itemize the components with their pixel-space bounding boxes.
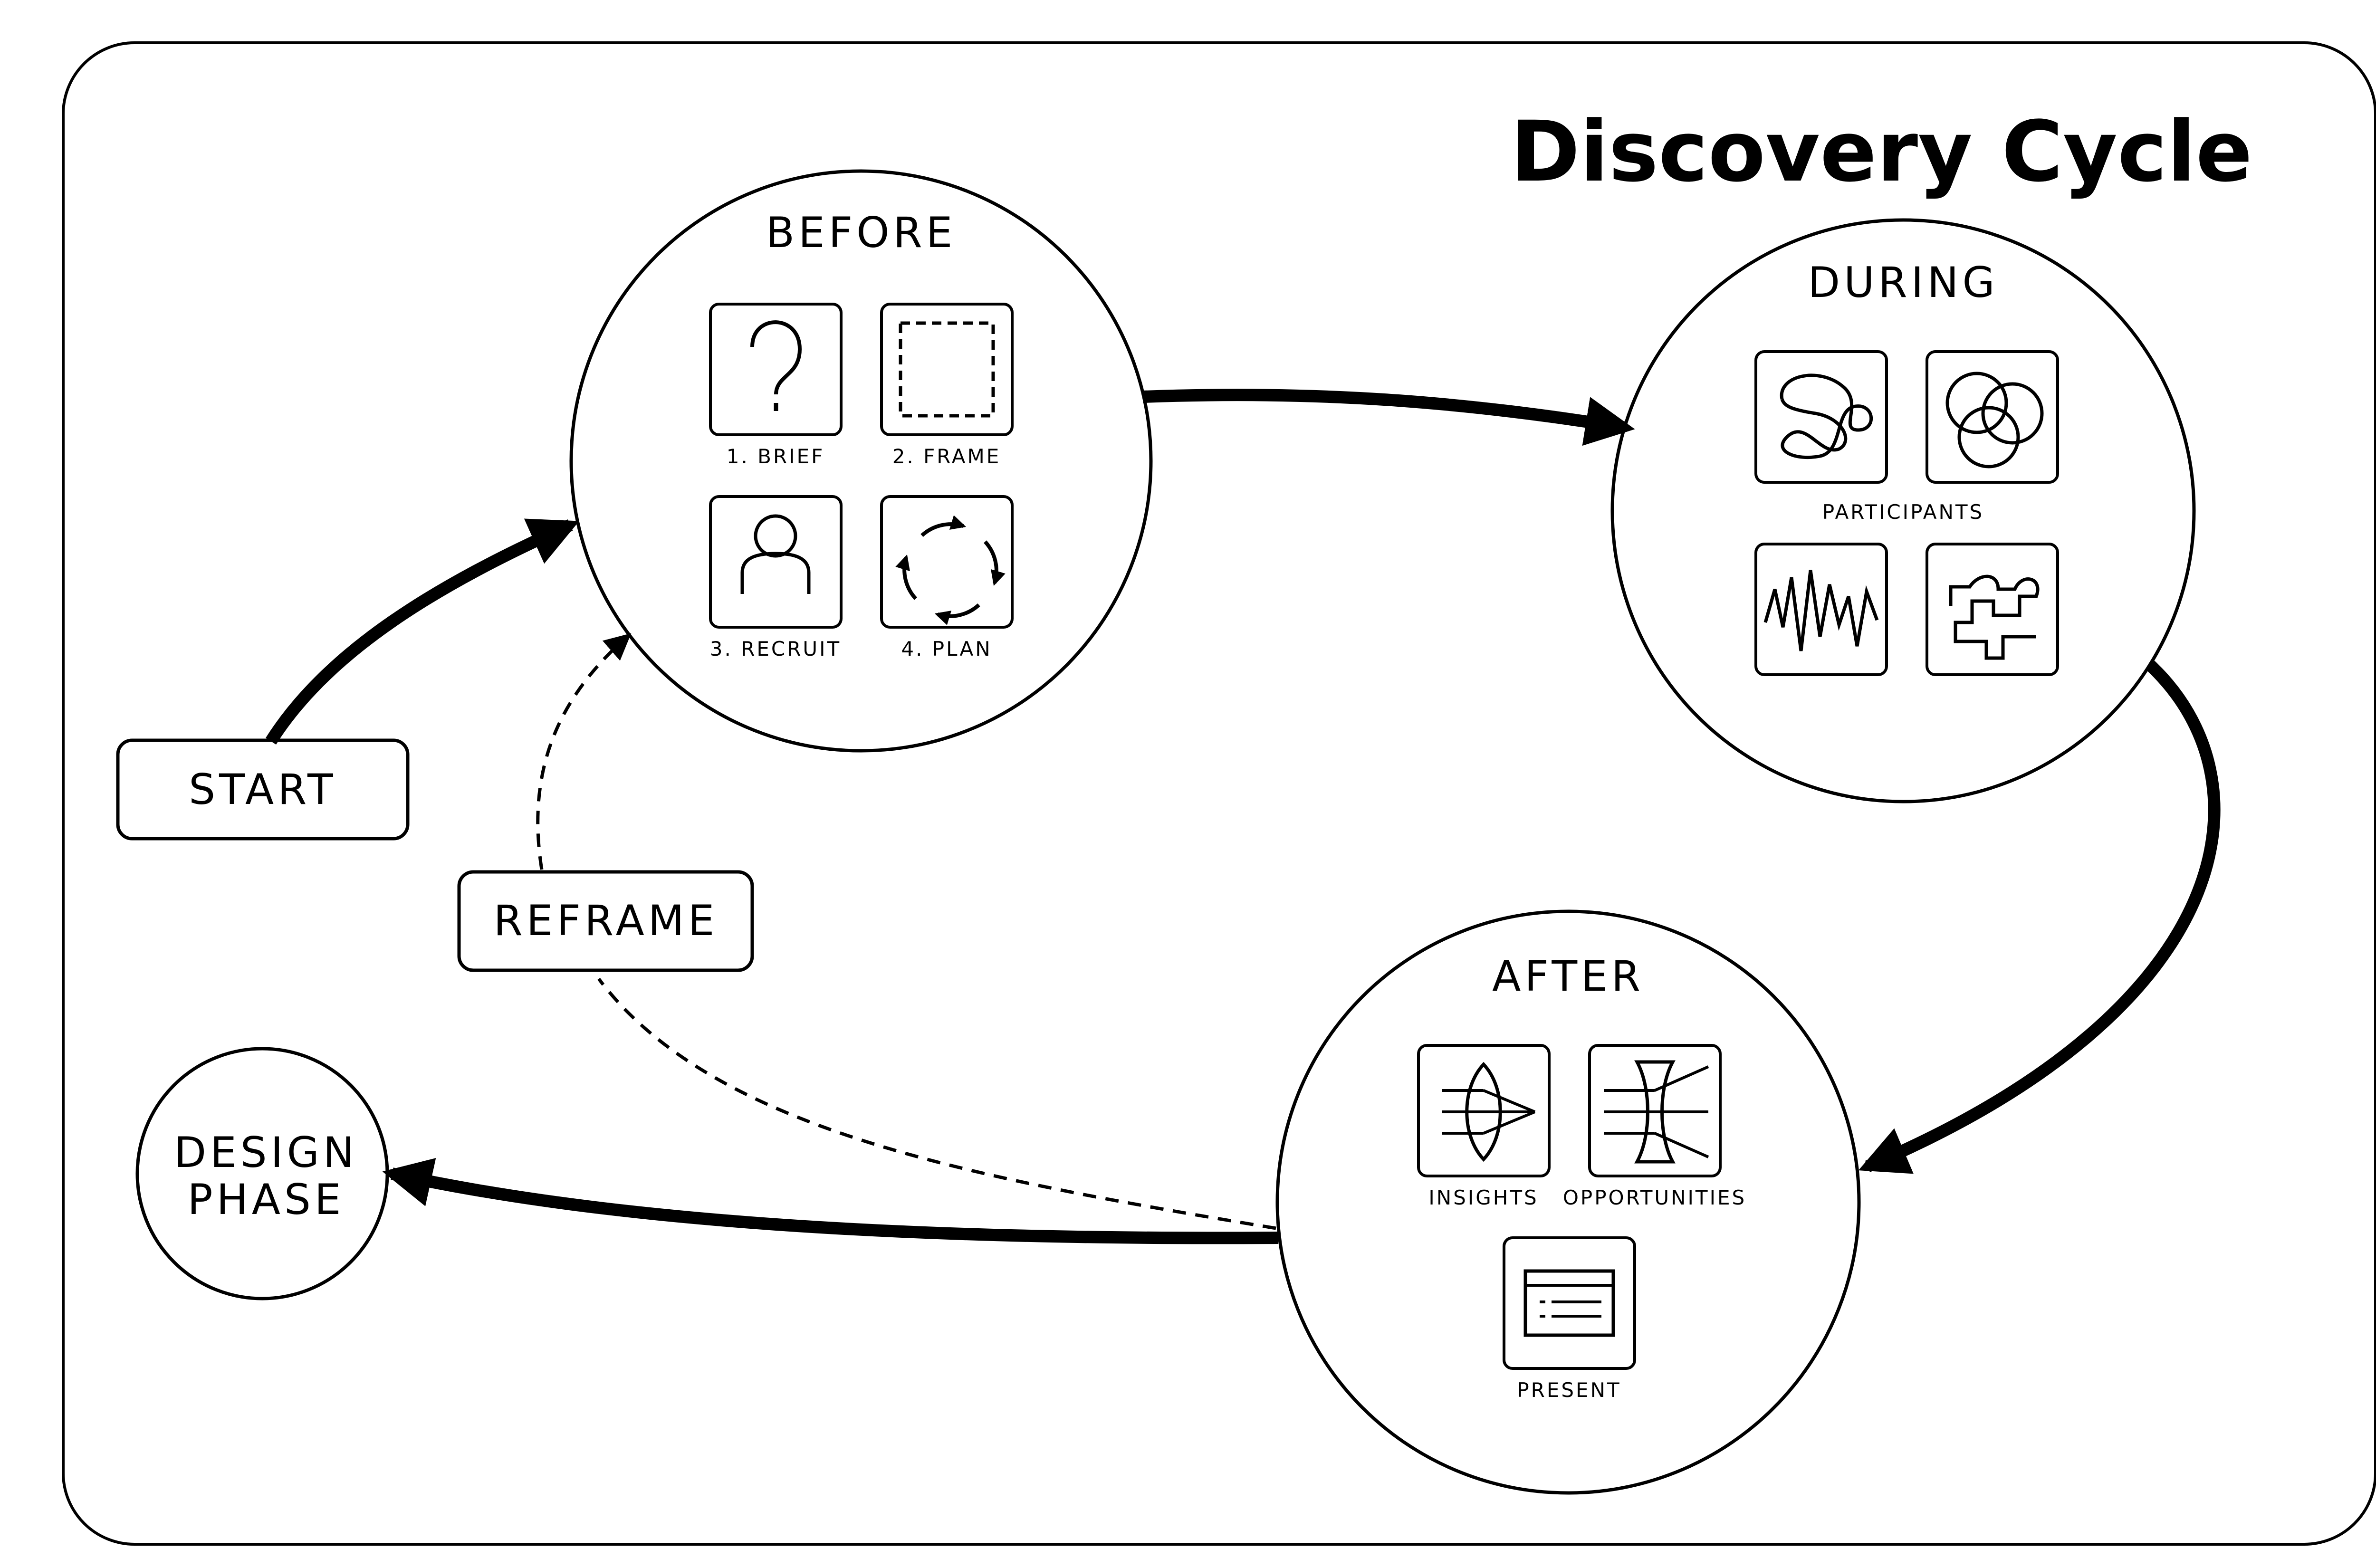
- cycle-arrows-icon: [895, 515, 1006, 625]
- before-circle: [569, 169, 1153, 753]
- after-label: AFTER: [1492, 952, 1644, 1001]
- present-card: [1503, 1236, 1636, 1370]
- concave-lens-icon: [1604, 1060, 1709, 1164]
- design-phase-node: DESIGN PHASE: [135, 1047, 389, 1300]
- maze-path-icon: [1949, 574, 2040, 660]
- overlapping-circles-icon: [1945, 372, 2044, 468]
- brief-label: 1. BRIEF: [727, 445, 825, 468]
- zigzag-wave-icon: [1763, 570, 1879, 651]
- plan-card: [880, 495, 1014, 629]
- participant-card-4: [1926, 543, 2059, 676]
- after-node: AFTER INSIGHTS OPPORTUNITIES: [1275, 909, 1861, 1495]
- design-phase-label-line1: DESIGN: [174, 1128, 358, 1177]
- opportunities-label: OPPORTUNITIES: [1563, 1186, 1746, 1209]
- dashed-arrow-after-to-reframe: [597, 977, 1276, 1230]
- recruit-card: [709, 495, 843, 629]
- arrow-start-to-before: [266, 518, 579, 745]
- person-icon: [740, 514, 811, 594]
- dashed-square-icon: [899, 321, 995, 418]
- reframe-node: REFRAME: [457, 870, 754, 972]
- start-node: START: [116, 738, 410, 841]
- insights-card: [1417, 1044, 1551, 1177]
- before-label: BEFORE: [766, 208, 957, 257]
- scribble-icon: [1780, 373, 1873, 459]
- before-node: BEFORE 1. BRIEF 2. FRAME 3. RECRUIT 4. P…: [569, 169, 1153, 753]
- frame-border: [62, 41, 2376, 1546]
- reframe-label: REFRAME: [494, 896, 719, 945]
- opportunities-card: [1588, 1044, 1722, 1177]
- dashed-arrow-reframe-to-before: [536, 633, 632, 870]
- participant-card-2: [1926, 350, 2059, 484]
- recruit-label: 3. RECRUIT: [710, 637, 841, 660]
- start-box: [116, 738, 410, 841]
- diagram-title: Discovery Cycle: [1511, 103, 2252, 201]
- after-circle: [1275, 909, 1861, 1495]
- during-node: DURING PARTICIPANTS: [1610, 218, 2196, 803]
- design-phase-label-line2: PHASE: [188, 1175, 345, 1224]
- participants-label: PARTICIPANTS: [1822, 500, 1984, 524]
- frame-card: [880, 303, 1014, 436]
- reframe-box: [457, 870, 754, 972]
- participant-card-3: [1754, 543, 1888, 676]
- brief-card: [709, 303, 843, 436]
- participant-card-1: [1754, 350, 1888, 484]
- presentation-screen-icon: [1523, 1269, 1615, 1337]
- design-phase-circle: [135, 1047, 389, 1300]
- question-mark-icon: [750, 320, 802, 411]
- plan-label: 4. PLAN: [901, 637, 992, 660]
- arrow-before-to-during: [1142, 389, 1635, 446]
- arrow-after-to-design-phase: [382, 1158, 1279, 1244]
- present-label: PRESENT: [1517, 1378, 1621, 1402]
- arrow-during-to-after: [1858, 660, 2221, 1174]
- start-label: START: [189, 765, 336, 814]
- insights-label: INSIGHTS: [1428, 1186, 1538, 1209]
- during-label: DURING: [1808, 258, 1998, 307]
- frame-label: 2. FRAME: [892, 445, 1001, 468]
- during-circle: [1610, 218, 2196, 803]
- convex-lens-icon: [1442, 1061, 1536, 1162]
